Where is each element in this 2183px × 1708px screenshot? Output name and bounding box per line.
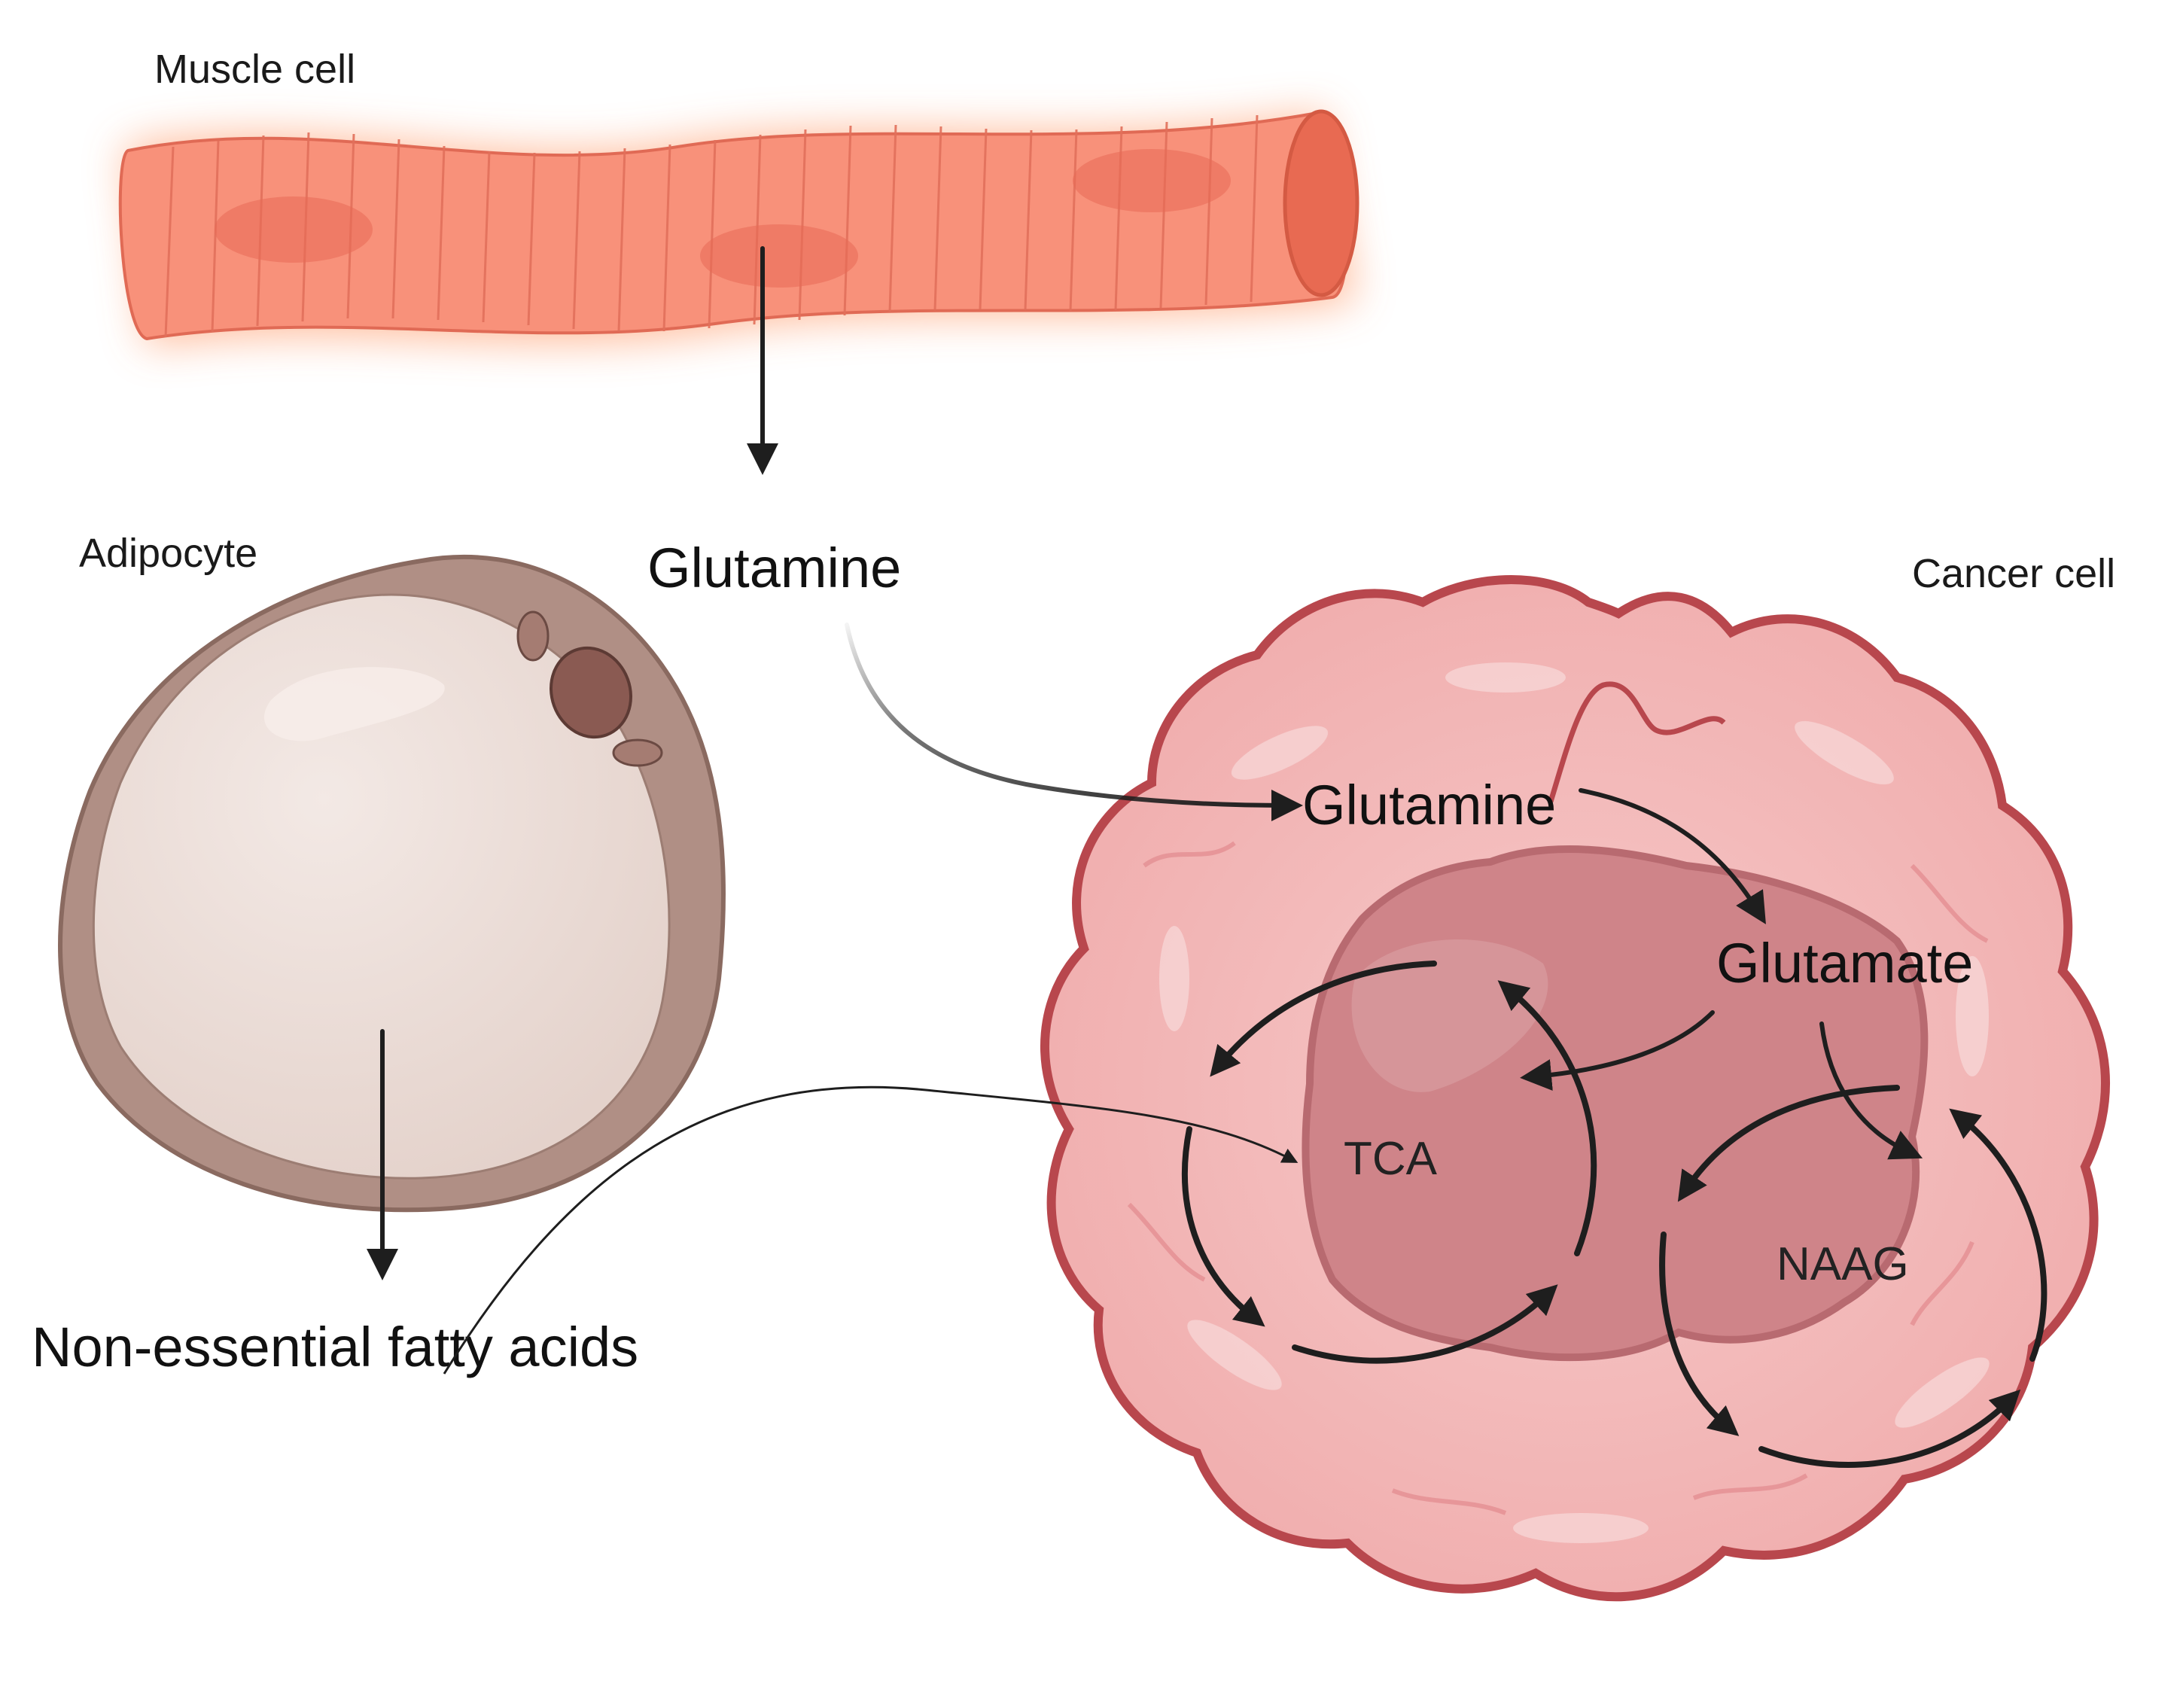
adipocyte-highlight <box>263 667 445 741</box>
glutamate-to-tca-arrow <box>1520 1010 1715 1091</box>
glutamine-uptake-arrow <box>845 623 1303 821</box>
naag-cycle-arrows <box>1659 1085 2048 1468</box>
cancer-cell-folds <box>1127 841 1989 1515</box>
muscle-fiber-end <box>1283 109 1359 297</box>
naag-cycle-arrow <box>1659 1232 1740 1436</box>
glutamate-label: Glutamate <box>1716 932 1973 994</box>
glutamate-to-naag-arrow <box>1819 1021 1923 1160</box>
naag-cycle-arrow <box>1677 1085 1900 1202</box>
nucleus-highlight <box>1351 939 1548 1092</box>
fatty-acids-label: Non-essential fatty acids <box>32 1316 638 1378</box>
glutamine-to-glutamate-arrow <box>1579 788 1766 924</box>
tca-label: TCA <box>1344 1133 1438 1185</box>
muscle-nucleus <box>1073 149 1231 212</box>
muscle-striations <box>164 114 1259 338</box>
cancer-cell-texture <box>1159 662 1990 1543</box>
tca-cycle-arrow <box>1497 980 1597 1256</box>
muscle-cell <box>118 109 1359 346</box>
cancer-cell <box>1040 575 2110 1602</box>
naag-label: NAAG <box>1777 1238 1909 1290</box>
muscle-nucleus <box>215 196 373 263</box>
adipocyte-nucleus <box>550 646 632 739</box>
mitochondrion-icon <box>612 738 663 767</box>
mitochondrion-icon <box>516 610 550 662</box>
tca-cycle-arrow <box>1292 1284 1558 1364</box>
fatty-acids-to-tca-arrow <box>443 1085 1299 1375</box>
adipocyte-label: Adipocyte <box>79 531 257 576</box>
naag-cycle-arrow <box>1758 1389 2021 1468</box>
glutamine-inner-label: Glutamine <box>1302 774 1556 836</box>
cancer-cell-flagellum <box>1548 681 1726 803</box>
tca-cycle-arrow <box>1210 961 1437 1077</box>
muscle-nucleus <box>700 224 858 288</box>
adipocyte <box>58 554 726 1213</box>
muscle-cell-label: Muscle cell <box>154 47 355 92</box>
cancer-cell-label: Cancer cell <box>1912 551 2115 596</box>
muscle-fiber <box>118 111 1349 341</box>
tca-cycle-arrow <box>1182 1126 1265 1327</box>
naag-cycle-arrow <box>1949 1108 2048 1362</box>
tca-cycle-arrows <box>1182 961 1597 1364</box>
glutamine-outer-label: Glutamine <box>647 537 901 599</box>
